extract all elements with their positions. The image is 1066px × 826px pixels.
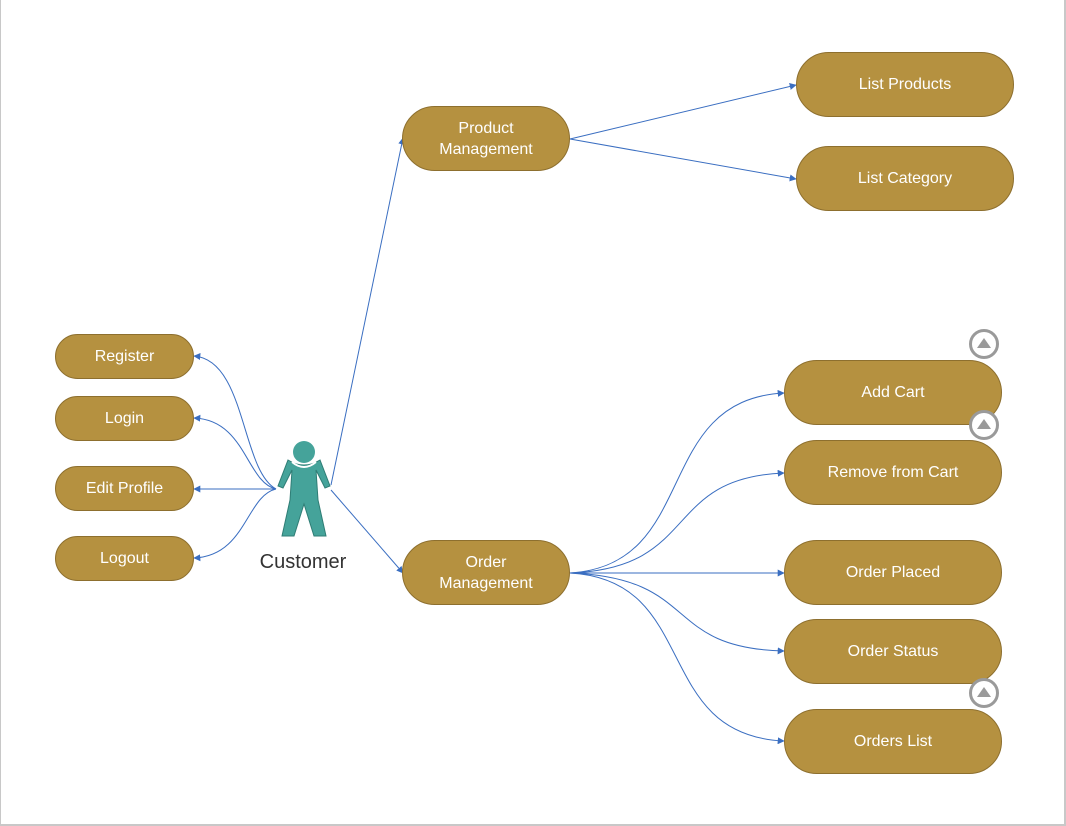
actor-label: Customer: [259, 551, 347, 573]
node-add-cart[interactable]: Add Cart: [784, 360, 1002, 425]
collapse-triangle-icon[interactable]: [969, 329, 999, 359]
edge-order-remove-from-cart: [569, 469, 785, 574]
node-login[interactable]: Login: [55, 396, 194, 441]
edge-customer-product-management: [330, 137, 406, 486]
node-list-category-label: List Category: [857, 170, 953, 187]
collapse-triangle-icon[interactable]: [969, 410, 999, 440]
edge-product-list-products: [569, 83, 797, 140]
node-remove-from-cart[interactable]: Remove from Cart: [784, 440, 1002, 505]
collapse-triangle-icon[interactable]: [969, 678, 999, 708]
node-order-management-line1: Order: [465, 553, 507, 571]
node-order-management-line2: Management: [439, 574, 533, 592]
node-edit-profile[interactable]: Edit Profile: [55, 466, 194, 511]
node-product-management[interactable]: Product Management: [402, 106, 570, 171]
node-login-label: Login: [104, 410, 145, 427]
edge-customer-login: [193, 414, 277, 490]
node-orders-list[interactable]: Orders List: [784, 709, 1002, 774]
edge-order-order-status: [569, 572, 785, 655]
node-orders-list-label: Orders List: [853, 733, 933, 750]
node-remove-from-cart-label: Remove from Cart: [827, 464, 959, 481]
edge-order-add-cart: [569, 389, 785, 574]
node-order-management[interactable]: Order Management: [402, 540, 570, 605]
node-list-products-label: List Products: [858, 76, 952, 93]
node-register-label: Register: [94, 348, 155, 365]
edge-customer-register: [193, 353, 277, 490]
edge-product-list-category: [569, 138, 797, 182]
edge-customer-logout: [193, 488, 277, 562]
node-logout[interactable]: Logout: [55, 536, 194, 581]
edge-order-orders-list: [569, 572, 785, 745]
node-list-products[interactable]: List Products: [796, 52, 1014, 117]
person-icon[interactable]: [276, 438, 332, 538]
node-register[interactable]: Register: [55, 334, 194, 379]
node-logout-label: Logout: [100, 550, 149, 567]
node-order-placed-label: Order Placed: [845, 564, 941, 581]
node-order-status[interactable]: Order Status: [784, 619, 1002, 684]
node-edit-profile-label: Edit Profile: [85, 480, 164, 497]
node-product-management-line1: Product: [458, 119, 514, 137]
node-product-management-line2: Management: [439, 140, 533, 158]
node-order-placed[interactable]: Order Placed: [784, 540, 1002, 605]
node-order-status-label: Order Status: [847, 643, 939, 660]
node-add-cart-label: Add Cart: [861, 384, 925, 401]
edge-customer-order-management: [330, 489, 404, 574]
node-list-category[interactable]: List Category: [796, 146, 1014, 211]
